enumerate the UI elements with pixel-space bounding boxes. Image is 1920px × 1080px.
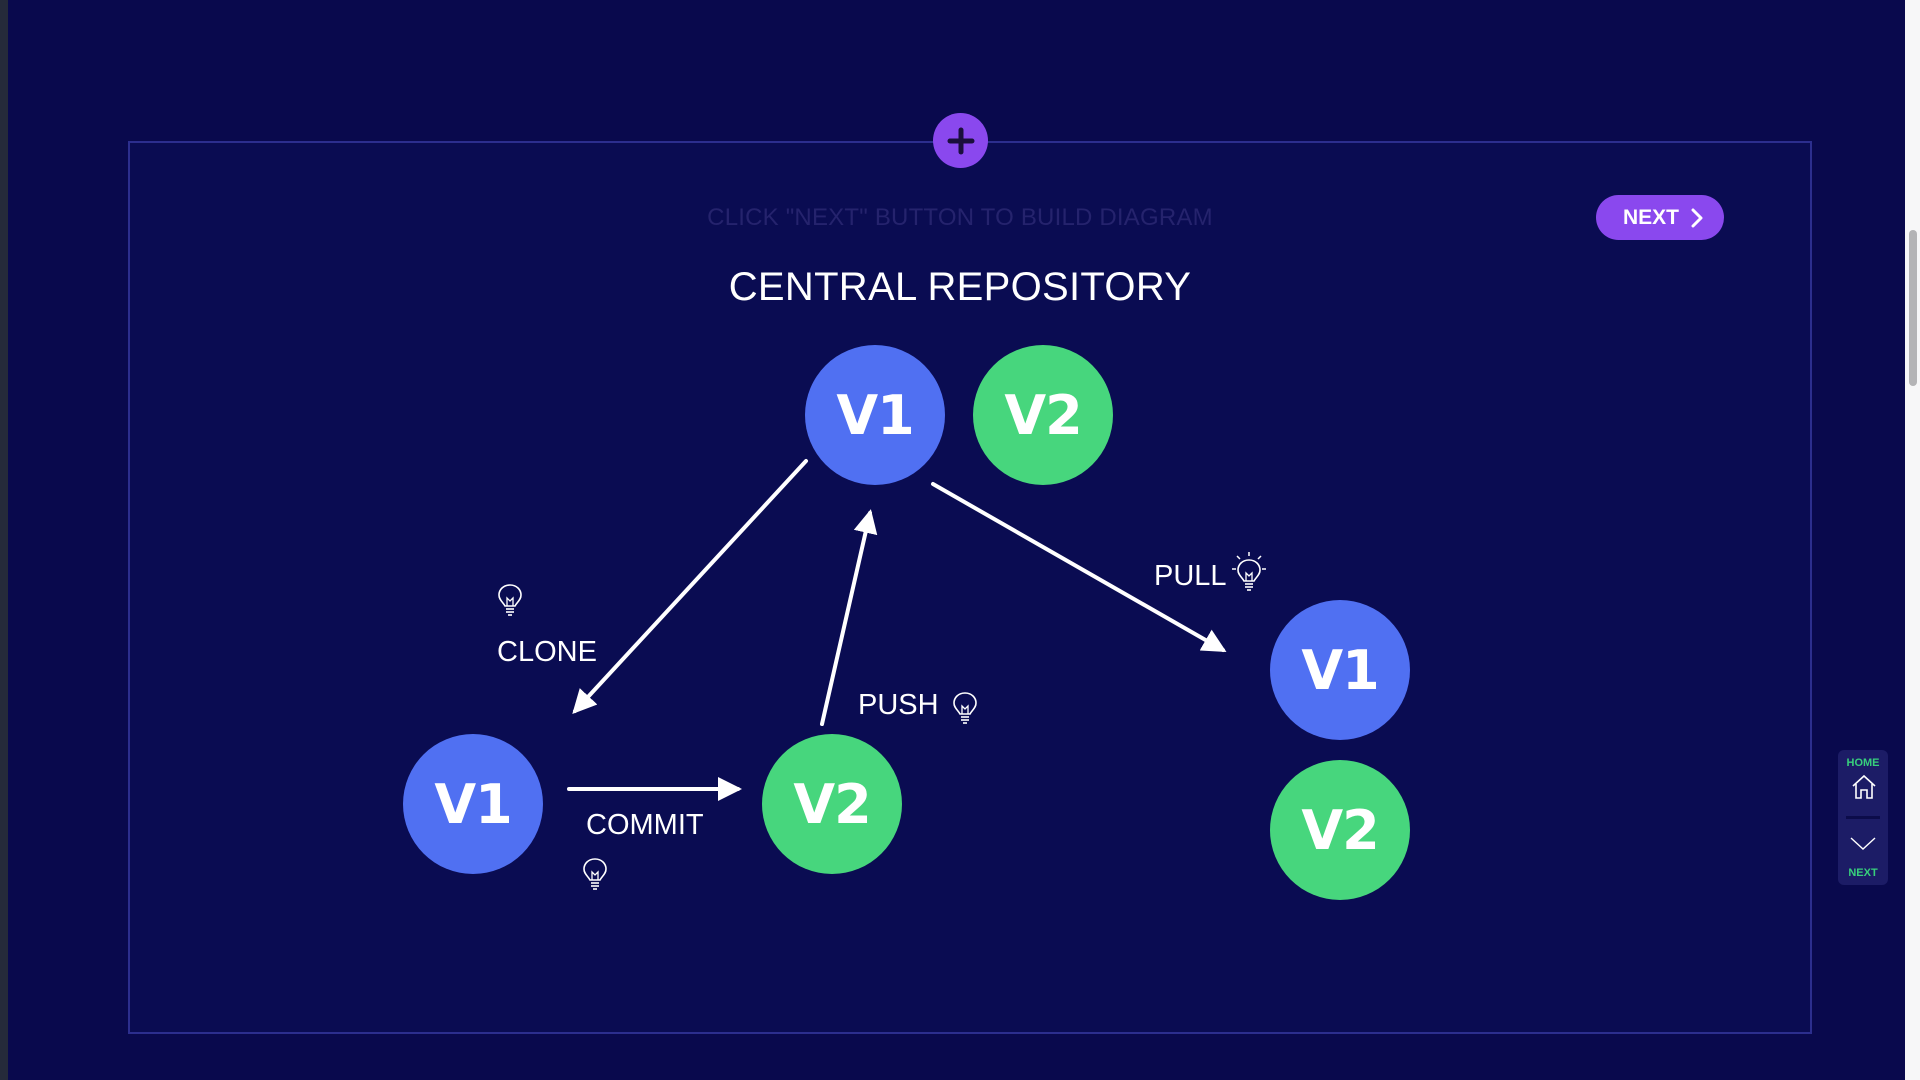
node-label: V2 bbox=[793, 772, 871, 836]
node-label: V2 bbox=[1301, 798, 1379, 862]
commit-hint-lightbulb-icon[interactable] bbox=[582, 857, 608, 891]
scrollbar-thumb[interactable] bbox=[1909, 230, 1917, 386]
side-nav: HOME NEXT bbox=[1838, 750, 1888, 885]
home-icon[interactable] bbox=[1851, 774, 1877, 800]
nav-home-label[interactable]: HOME bbox=[1846, 757, 1880, 769]
central-v1-node: V1 bbox=[805, 345, 945, 485]
nav-next-label[interactable]: NEXT bbox=[1848, 867, 1878, 879]
node-label: V1 bbox=[1301, 638, 1379, 702]
push-hint-lightbulb-icon[interactable] bbox=[952, 691, 978, 725]
commit-label: COMMIT bbox=[586, 809, 704, 841]
local-v2-node: V2 bbox=[762, 734, 902, 874]
local-v1-node: V1 bbox=[403, 734, 543, 874]
next-button-label: NEXT bbox=[1622, 205, 1679, 229]
scrollbar[interactable] bbox=[1905, 0, 1920, 1080]
remote-v1-node: V1 bbox=[1270, 600, 1410, 740]
push-label: PUSH bbox=[858, 689, 939, 721]
chevron-right-icon bbox=[1691, 208, 1703, 227]
add-button[interactable] bbox=[933, 113, 988, 168]
central-v2-node: V2 bbox=[973, 345, 1113, 485]
node-label: V1 bbox=[836, 383, 914, 447]
clone-hint-lightbulb-icon[interactable] bbox=[497, 583, 523, 617]
node-label: V2 bbox=[1004, 383, 1082, 447]
window-edge bbox=[0, 0, 8, 1080]
pull-label: PULL bbox=[1154, 560, 1227, 592]
diagram-title: CENTRAL REPOSITORY bbox=[728, 265, 1192, 309]
clone-label: CLONE bbox=[497, 636, 597, 668]
pull-hint-lightbulb-lit-icon[interactable] bbox=[1232, 552, 1266, 592]
node-label: V1 bbox=[434, 772, 512, 836]
chevron-down-icon[interactable] bbox=[1850, 836, 1876, 852]
remote-v2-node: V2 bbox=[1270, 760, 1410, 900]
nav-divider bbox=[1846, 816, 1880, 819]
instruction-text: CLICK "NEXT" BUTTON TO BUILD DIAGRAM bbox=[707, 204, 1213, 231]
plus-icon bbox=[947, 127, 974, 154]
next-button[interactable]: NEXT bbox=[1596, 195, 1724, 240]
